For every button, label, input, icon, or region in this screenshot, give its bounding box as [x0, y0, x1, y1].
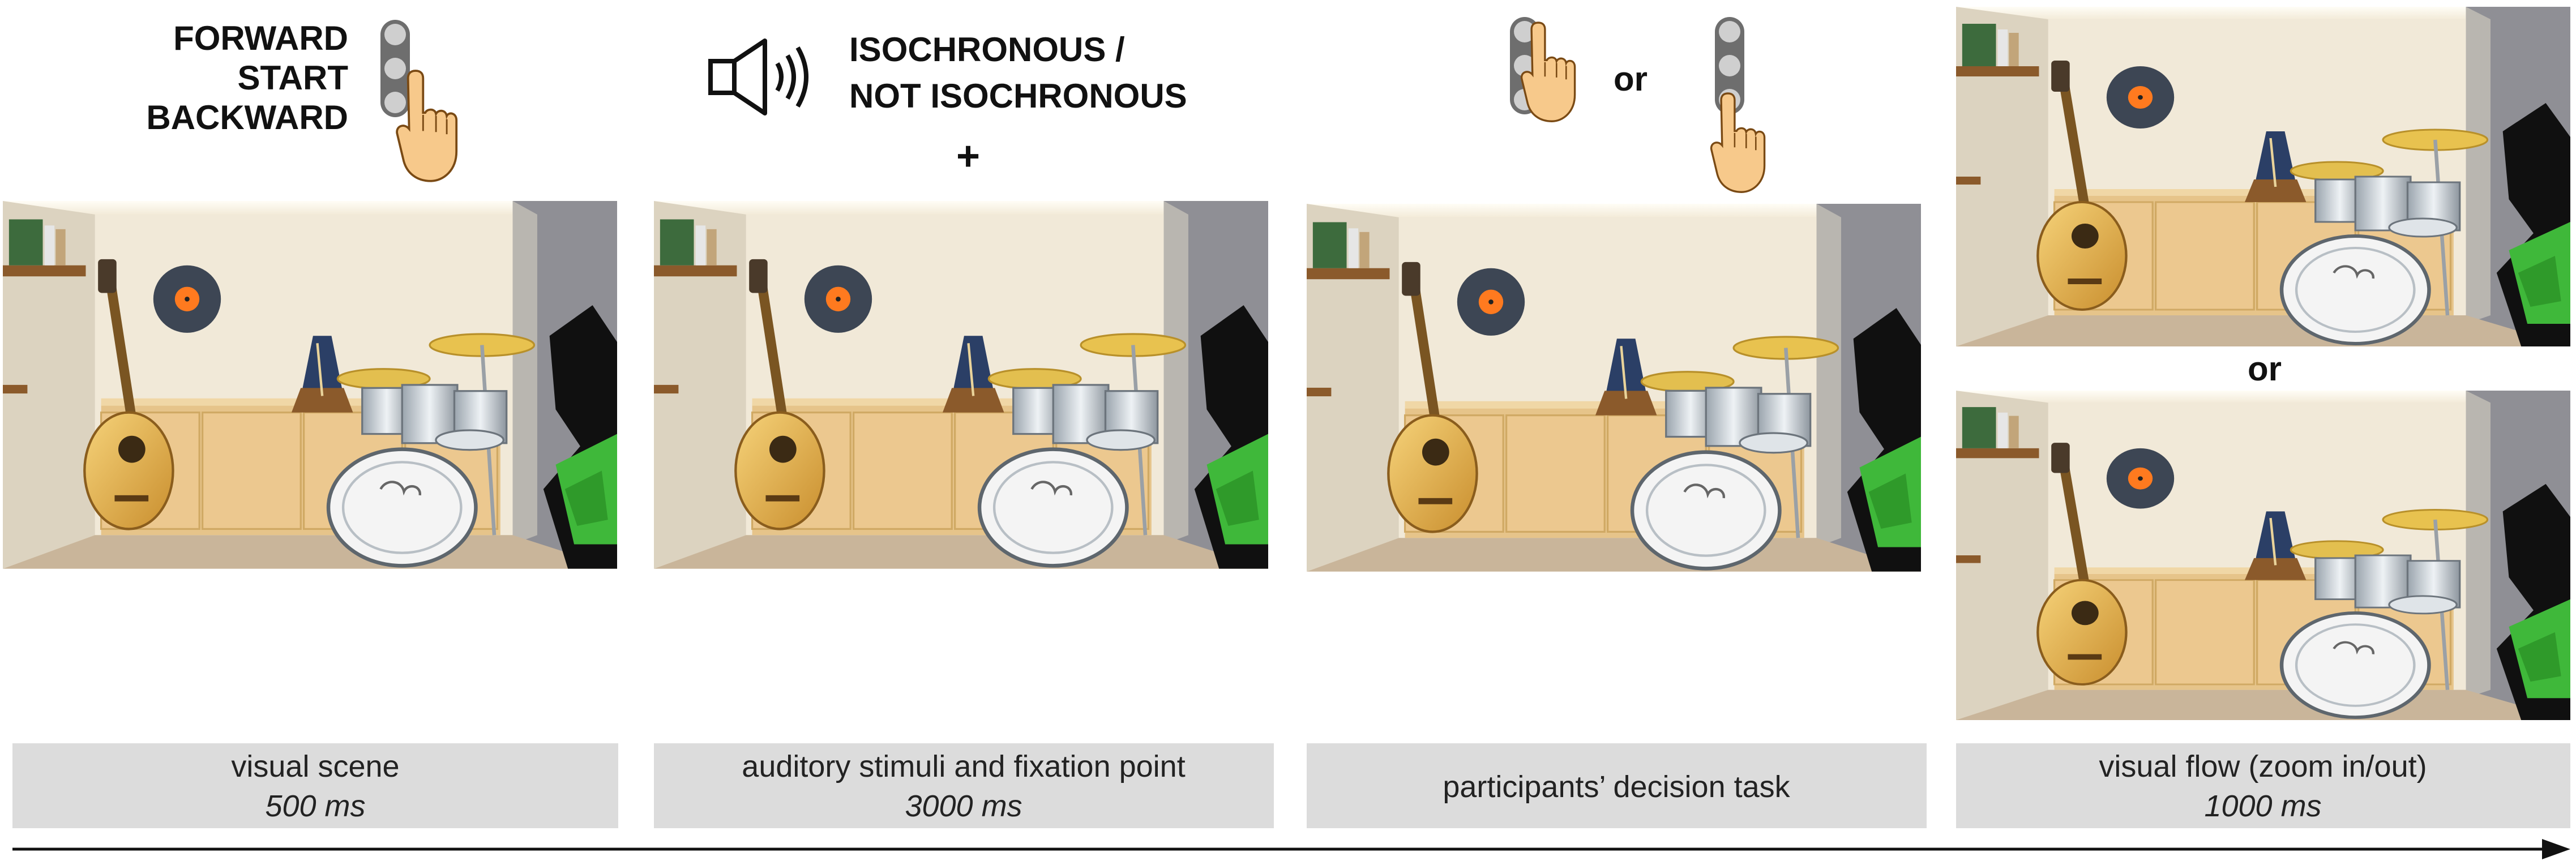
stage-2-duration: 3000 ms	[905, 789, 1022, 823]
room-scene-image-3	[1307, 204, 1921, 572]
timeline-arrow-icon	[12, 839, 2570, 859]
zoom-in-scene-image	[1956, 7, 2570, 346]
stage-1-button-labels: FORWARD START BACKWARD	[146, 19, 348, 136]
stage-3-label: participants’ decision task	[1443, 770, 1790, 804]
stage-2-label: auditory stimuli and fixation point	[742, 750, 1185, 783]
stage-4-or: or	[2248, 350, 2282, 388]
stage-3-or: or	[1614, 60, 1648, 98]
fixation-plus: +	[956, 134, 980, 179]
stage-1-label-box: visual scene 500 ms	[12, 743, 618, 828]
stage-2-label-box: auditory stimuli and fixation point 3000…	[654, 743, 1274, 828]
stage-4-duration: 1000 ms	[2204, 789, 2321, 823]
stage-1-label: visual scene	[231, 750, 399, 783]
stage-1-duration: 500 ms	[265, 789, 365, 823]
backward-label: BACKWARD	[146, 99, 348, 136]
stage-4-visual-flow: or visual flow (zoom in/out) 1000 ms	[1956, 7, 2570, 828]
stage-3-decision-task: or participants’ decision task	[1307, 17, 1927, 828]
not-isochronous-label: NOT ISOCHRONOUS	[849, 77, 1187, 115]
stage-3-label-box: participants’ decision task	[1307, 743, 1927, 828]
stage-4-label: visual flow (zoom in/out)	[2099, 750, 2427, 783]
forward-label: FORWARD	[173, 19, 348, 57]
zoom-out-scene-image	[1956, 391, 2570, 720]
start-label: START	[237, 59, 348, 97]
three-button-keypad-icon	[380, 20, 410, 117]
stage-2-auditory-stimuli: ISOCHRONOUS / NOT ISOCHRONOUS + auditory…	[654, 31, 1274, 828]
speaker-icon	[708, 38, 808, 115]
room-scene-image-2	[654, 201, 1268, 569]
stage-4-label-box: visual flow (zoom in/out) 1000 ms	[1956, 743, 2570, 828]
isochronous-label: ISOCHRONOUS /	[849, 31, 1125, 68]
stage-1-visual-scene: FORWARD START BACKWARD visual scene 500 …	[3, 19, 618, 828]
room-scene-image-1	[3, 201, 617, 569]
